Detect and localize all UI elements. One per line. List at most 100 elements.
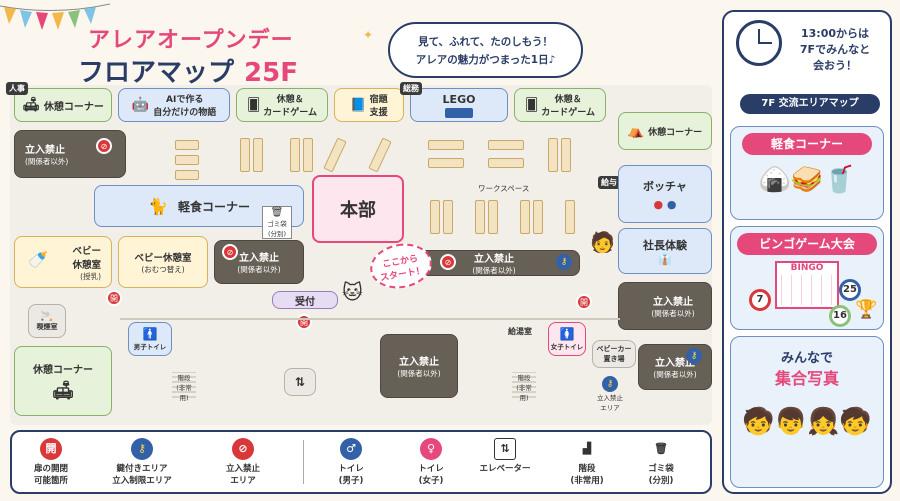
restricted-area-right1: 立入禁止(関係者以外) [618, 282, 712, 330]
toilet-male[interactable]: 🚹 男子トイレ [128, 322, 172, 356]
room-label: 休憩コーナー [43, 101, 104, 113]
restricted-label: 立入禁止 [653, 297, 693, 308]
legend-label: 階段 (非常用) [570, 464, 604, 486]
legend-divider [303, 440, 304, 484]
room-rest-right[interactable]: ⛺休憩コーナー [618, 112, 712, 150]
trash-icon: 🗑 [270, 207, 284, 218]
room-bocce[interactable]: ボッチャ● ● [618, 165, 712, 223]
no-entry-icon: ⊘ [222, 244, 238, 260]
title-line1: アレアオープンデー [88, 28, 294, 53]
bunting-decoration [0, 3, 110, 30]
no-entry-icon: ⊘ [440, 254, 456, 270]
trash-icon: 🗑 [650, 438, 672, 460]
room-lego[interactable]: LEGO [410, 88, 508, 122]
room-stroller[interactable]: ベビーカー 置き場 [592, 340, 636, 368]
restricted-area-left: 立入禁止(関係者以外) [14, 130, 126, 178]
elevator-icon: ⇅ [294, 375, 306, 389]
key-icon: ⚷ [131, 438, 153, 460]
room-baby-diaper[interactable]: ベビー休憩室(おむつ替え) [118, 236, 208, 288]
floor-number: 25F [244, 58, 298, 88]
room-label: 男子トイレ [133, 343, 167, 351]
sofa-icon: 🛋 [22, 97, 40, 113]
restricted-sub: (関係者以外) [651, 309, 695, 318]
legend-trash: 🗑 ゴミ袋 (分別) [626, 438, 696, 487]
bingo-ball: 25 [839, 279, 861, 301]
legend-label: 鍵付きエリア 立入制限エリア [112, 464, 172, 486]
book-icon: 📘 [350, 97, 367, 113]
room-label: ベビー 休憩室 [72, 245, 101, 271]
card-photo: みんなで 集合写真 🧒👦👧🧒 [730, 336, 884, 488]
bingo-card-label: BINGO [790, 263, 824, 273]
legend-label: トイレ (男子) [338, 464, 364, 486]
toilet-female[interactable]: 🚺 女子トイレ [548, 322, 586, 356]
bubble-line1: 見て、ふれて、たのしもう！ [418, 36, 553, 48]
bingo-card: BINGO [775, 261, 839, 309]
room-honbu[interactable]: 本部 [312, 175, 404, 243]
room-rest-card1[interactable]: 🂠休憩＆ カードゲーム [236, 88, 328, 122]
legend-label: ゴミ袋 (分別) [648, 464, 674, 486]
restricted-sub: (関係者以外) [653, 370, 697, 379]
map-link-button[interactable]: 7F 交流エリアマップ [740, 94, 880, 114]
cat-mascot-icon: 🐱 [342, 280, 363, 304]
cards-icon: 🂠 [246, 97, 261, 113]
room-sub: (授乳) [80, 271, 101, 281]
legend-door: 開扉の開閉 可能箇所 [16, 438, 86, 487]
room-ai-story[interactable]: 🤖AIで作る 自分だけの物語 [118, 88, 230, 122]
room-ceo[interactable]: 社長体験👔 [618, 228, 712, 274]
stairs-left: 階段 (非常用) [172, 372, 196, 402]
food-icons: 🍙🥪🥤 [758, 165, 856, 195]
suit-icon: 👔 [658, 252, 672, 266]
kitchen-label: 給湯室 [508, 327, 532, 336]
balls-icon: ● ● [653, 197, 677, 211]
corridor-wall [120, 318, 620, 320]
star-icon: ✦ [363, 28, 374, 42]
card-bingo: ビンゴゲーム大会 BINGO 7 25 16 🏆 [730, 226, 884, 330]
tent-icon: ⛺ [627, 123, 645, 139]
toilet-female-icon: 🚺 [559, 327, 575, 341]
room-baby-nursing[interactable]: ベビー 休憩室(授乳) [14, 236, 112, 288]
room-label: 休憩コーナー [648, 127, 703, 138]
room-label: 社長体験 [643, 238, 687, 252]
elevator-area: ⇅ [284, 368, 316, 396]
bingo-title: ビンゴゲーム大会 [737, 233, 877, 255]
trophy-icon: 🏆 [855, 299, 878, 320]
restricted-sub: (関係者以外) [472, 266, 516, 275]
trash-station: 🗑 ゴミ袋 (分別) [262, 206, 292, 239]
room-rest-card2[interactable]: 🂠休憩＆ カードゲーム [514, 88, 606, 122]
no-entry-icon: ⊘ [232, 438, 254, 460]
restricted-area-right2: 立入禁止(関係者以外) [638, 344, 712, 390]
workspace-label: ワークスペース [478, 184, 530, 193]
restricted-area-center: 立入禁止(関係者以外) [380, 334, 458, 398]
restricted-label: 立入禁止 [25, 145, 65, 156]
room-smoking[interactable]: 🚬喫煙室 [28, 304, 66, 338]
trash-label: ゴミ袋 (分別) [267, 220, 287, 238]
room-rest-top-left[interactable]: 🛋休憩コーナー [14, 88, 112, 122]
door-icon: 開 [576, 294, 592, 310]
sofa-icon: 🛋 [51, 380, 75, 401]
room-homework[interactable]: 📘宿題 支援 [334, 88, 404, 122]
title-text: フロアマップ [78, 58, 235, 88]
room-label: LEGO [442, 92, 476, 106]
robot-icon: 🤖 [131, 97, 150, 113]
ceo-person-icon: 🧑 [590, 230, 615, 254]
restricted-label: 立入禁止 [474, 254, 514, 265]
locked-area: ⚷ 立入禁止 エリア [592, 376, 628, 412]
room-rest-bottom-left[interactable]: 休憩コーナー🛋 [14, 346, 112, 416]
smoking-icon: 🚬 [40, 310, 54, 322]
locked-label: 立入禁止 エリア [597, 394, 623, 412]
legend-no-entry: ⊘立入禁止 エリア [208, 438, 278, 487]
legend-key: ⚷ 鍵付きエリア 立入制限エリア [92, 438, 192, 487]
clock-text: 13:00からは 7Fでみんなと 会おう！ [799, 27, 871, 72]
room-reception[interactable]: 受付 [272, 291, 338, 309]
key-icon: ⚷ [602, 376, 618, 392]
toilet-male-icon: 🚹 [142, 327, 158, 341]
door-icon: 開 [296, 314, 312, 330]
cat-icon: 🐈 [148, 196, 168, 216]
key-icon: ⚷ [686, 348, 702, 364]
speech-bubble: 見て、ふれて、たのしもう！アレアの魅力がつまった1日♪ [388, 22, 583, 78]
room-label: 休憩＆ カードゲーム [541, 95, 596, 118]
bottle-icon: 🍼 [28, 250, 48, 269]
room-label: 女子トイレ [550, 343, 584, 351]
door-icon: 開 [106, 290, 122, 306]
room-label: 本部 [340, 200, 376, 221]
